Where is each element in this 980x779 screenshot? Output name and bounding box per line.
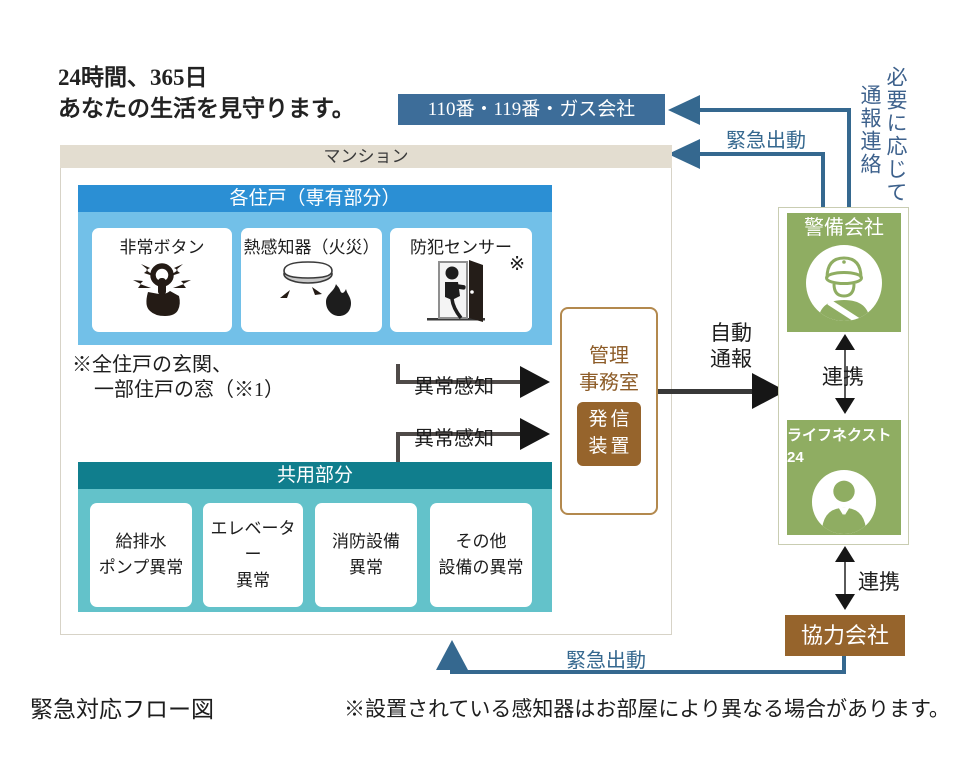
cooperation-upper-line [844, 350, 846, 398]
security-sensor-card: 防犯センサー ※ [390, 228, 532, 332]
dispatch-bottom-horizontal [450, 670, 846, 674]
diagram-caption: 緊急対応フロー図 [30, 697, 214, 722]
cooperation-upper-arrowup-icon [835, 334, 855, 350]
transmitter-device-box: 発信 装置 [577, 402, 641, 466]
cooperation-lower-arrowdown-icon [835, 594, 855, 610]
common-areas-header: 共用部分 [78, 462, 552, 489]
bottom-note: ※設置されている感知器はお部屋により異なる場合があります。 [344, 697, 950, 721]
office-name-line1: 管理 [589, 345, 629, 367]
fire-equipment-line1: 消防設備 [332, 532, 400, 551]
emergency-dispatch-bottom-label: 緊急出動 [566, 650, 646, 672]
security-sensor-note-mark: ※ [509, 254, 525, 275]
connector-dispatch-horizontal [700, 152, 823, 156]
private-footnote-line2: 一部住戸の窓（※1） [94, 379, 284, 401]
as-needed-note-col1: 必要に応じて [884, 66, 908, 204]
abnormal-upper-stub [396, 364, 400, 384]
abnormal-lower-label: 異常感知 [414, 428, 494, 450]
device-line1: 発信 [588, 409, 633, 430]
dispatch-bottom-vertical [842, 656, 846, 674]
security-guard-icon [806, 245, 882, 321]
abnormal-lower-line [396, 432, 522, 436]
heat-detector-label: 熱感知器（火災） [243, 238, 380, 257]
fire-equipment-line2: 異常 [349, 558, 383, 577]
elevator-line2: 異常 [236, 571, 270, 590]
abnormal-lower-stub [396, 432, 400, 462]
connector-numbers-horizontal [700, 108, 851, 112]
other-equipment-line2: 設備の異常 [438, 558, 524, 577]
auto-report-line2: 通報 [710, 347, 752, 371]
dispatch-bottom-arrow-icon [436, 640, 468, 670]
auto-report-label: 自動 通報 [698, 320, 764, 372]
arrow-left-to-numbers-icon [668, 95, 700, 125]
water-pump-card: 給排水 ポンプ異常 [90, 503, 192, 607]
security-sensor-door-icon [427, 260, 485, 322]
auto-report-line1: 自動 [710, 321, 752, 345]
abnormal-upper-arrow-icon [520, 366, 550, 398]
abnormal-lower-arrow-icon [520, 418, 550, 450]
other-equipment-card: その他 設備の異常 [430, 503, 532, 607]
water-pump-line2: ポンプ異常 [98, 558, 184, 577]
cooperation-lower-label: 連携 [858, 570, 900, 594]
cooperating-company-box: 協力会社 [785, 615, 905, 656]
security-sensor-label: 防犯センサー [410, 238, 512, 257]
private-footnote-line1: ※全住戸の玄関、 [72, 354, 232, 376]
management-office-name: 管理 事務室 [560, 343, 658, 397]
cooperation-lower-arrowup-icon [835, 546, 855, 562]
connector-dispatch-vertical [821, 152, 825, 207]
abnormal-upper-line [396, 380, 522, 384]
cooperation-lower-line [844, 560, 846, 596]
cooperation-upper-label: 連携 [822, 365, 864, 389]
emergency-dispatch-top-label: 緊急出動 [726, 130, 806, 152]
page-title: 24時間、365日 あなたの生活を見守ります。 [58, 62, 355, 124]
lifenext24-box: ライフネクスト24 [787, 420, 901, 535]
device-line2: 装置 [588, 436, 633, 457]
private-units-header: 各住戸（専有部分） [78, 185, 552, 212]
emergency-button-label: 非常ボタン [119, 238, 205, 257]
as-needed-note-col2: 通報連絡 [858, 84, 882, 176]
arrow-left-to-mansion-icon [668, 139, 700, 169]
office-name-line2: 事務室 [579, 372, 639, 394]
title-line1: 24時間、365日 [58, 65, 208, 90]
mansion-header: マンション [60, 145, 672, 168]
cooperation-upper-arrowdown-icon [835, 398, 855, 414]
emergency-button-icon [133, 263, 191, 316]
emergency-button-card: 非常ボタン [92, 228, 232, 332]
elevator-line1: エレベーター [210, 519, 296, 564]
security-company-box: 警備会社 [787, 213, 901, 332]
private-footnote: ※全住戸の玄関、 一部住戸の窓（※1） [72, 353, 284, 403]
lifenext24-label: ライフネクスト24 [787, 427, 892, 466]
other-equipment-line1: その他 [455, 532, 507, 551]
elevator-card: エレベーター 異常 [203, 503, 303, 607]
heat-detector-card: 熱感知器（火災） [241, 228, 382, 332]
fire-equipment-card: 消防設備 異常 [315, 503, 417, 607]
title-line2: あなたの生活を見守ります。 [58, 96, 355, 121]
emergency-numbers-bar: 110番・119番・ガス会社 [398, 94, 665, 125]
water-pump-line1: 給排水 [115, 532, 167, 551]
auto-report-line [658, 389, 756, 394]
abnormal-upper-label: 異常感知 [414, 376, 494, 398]
operator-person-icon [811, 469, 877, 535]
connector-numbers-vertical [847, 108, 851, 207]
heat-detector-icon [279, 261, 351, 316]
security-company-label: 警備会社 [804, 217, 884, 239]
